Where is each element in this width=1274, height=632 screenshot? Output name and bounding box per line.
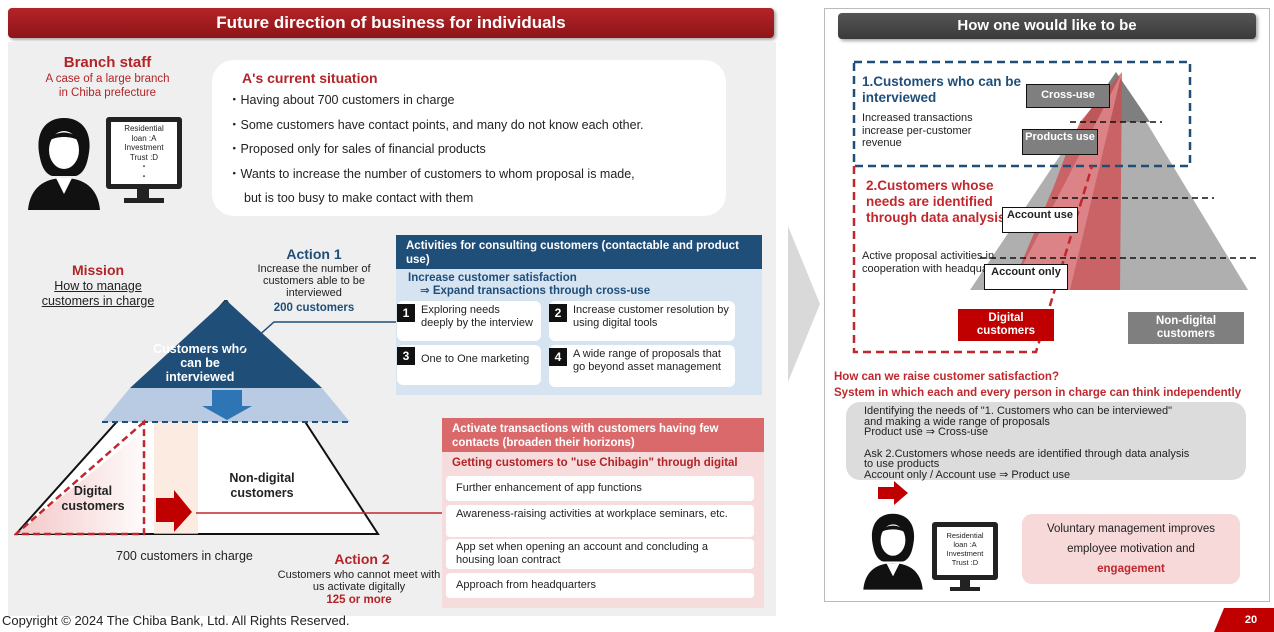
pyramid-top-label: Customers who can be interviewed (153, 342, 247, 384)
copyright: Copyright © 2024 The Chiba Bank, Ltd. Al… (2, 613, 350, 628)
action1-desc: Increase the number of customers able to… (257, 263, 371, 299)
target-pyramid (852, 60, 1260, 354)
mission-desc: How to manage customers in charge (20, 279, 176, 309)
item-text: Increase customer resolution by using di… (573, 304, 729, 329)
left-title-banner: Future direction of business for individ… (8, 8, 774, 38)
subtitle-line: in Chiba prefecture (58, 87, 157, 99)
satisfaction-question: How can we raise customer satisfaction? (834, 371, 1059, 383)
mission-line: customers in charge (41, 294, 155, 308)
monitor-line: Investment (124, 143, 164, 152)
activate-item: Awareness-raising activities at workplac… (446, 505, 754, 537)
branch-staff-title: Branch staff (63, 54, 152, 71)
item-text: One to One marketing (421, 353, 530, 365)
voluntary-line: Voluntary management improves (1046, 523, 1216, 535)
voluntary-line: engagement (1097, 563, 1165, 575)
approach-line: Ask 2.Customers whose needs are identifi… (864, 447, 1190, 460)
transition-arrow (788, 226, 820, 382)
page-number-tab (1214, 608, 1274, 632)
number-badge: 4 (549, 348, 567, 366)
monitor-icon: Residential loan :A Investment Trust :D … (106, 117, 182, 189)
approach-line: Identifying the needs of "1. Customers w… (864, 405, 1173, 417)
person-icon-right (863, 513, 923, 590)
voluntary-line: employee motivation and (1067, 543, 1195, 555)
group1-desc: Increased transactions increase per-cust… (862, 112, 973, 149)
monitor-line: ・ (140, 162, 148, 171)
situation-item: ・Having about 700 customers in charge (228, 93, 455, 107)
approach-line: to use products (864, 458, 940, 470)
monitor-stand (960, 580, 970, 588)
action1-target: 200 customers (273, 302, 355, 314)
person-icon (28, 118, 100, 210)
voluntary-box: Voluntary management improves employee m… (1022, 514, 1240, 584)
pyramid-total-label: 700 customers in charge (116, 549, 253, 563)
current-situation-box: A's current situation ・Having about 700 … (212, 60, 726, 216)
activate-header: Activate transactions with customers hav… (442, 418, 764, 452)
branch-staff-subtitle: A case of a large branch in Chiba prefec… (30, 72, 185, 100)
mission-title: Mission (71, 262, 125, 278)
subtitle-line: A case of a large branch (45, 73, 170, 85)
action1-connector (221, 321, 396, 369)
consulting-header: Activities for consulting customers (con… (396, 235, 762, 269)
consulting-item: 1 Exploring needs deeply by the interview (397, 301, 541, 341)
number-badge: 1 (397, 304, 415, 322)
approach-line: Product use ⇒ Cross-use (864, 426, 989, 438)
level-account-use: Account use (1002, 207, 1078, 233)
action2-connector (196, 512, 442, 514)
number-badge: 3 (397, 347, 415, 365)
monitor-stand (137, 189, 149, 199)
item-text: Exploring needs deeply by the interview (421, 304, 533, 329)
group1-title: 1.Customers who can be interviewed (862, 74, 1022, 105)
right-title-banner: How one would like to be (838, 13, 1256, 39)
monitor-line: Residential (124, 124, 164, 133)
activate-item: Approach from headquarters (446, 573, 754, 598)
red-arrow-icon (878, 481, 908, 505)
monitor-line: loan :A (131, 133, 157, 143)
monitor-base (950, 587, 980, 591)
approach-line: and making a wide range of proposals (864, 415, 1050, 428)
action2-target: 125 or more (326, 594, 392, 606)
situation-item: ・Some customers have contact points, and… (228, 117, 644, 132)
level-cross-use: Cross-use (1026, 84, 1110, 108)
action1-title: Action 1 (286, 246, 342, 262)
consulting-item: 4 A wide range of proposals that go beyon… (549, 345, 735, 387)
consulting-sub-line: ⇒ Expand transactions through cross-use (420, 285, 651, 297)
monitor-line: Trust :D (129, 152, 159, 162)
digital-customers-label: Digital customers (958, 309, 1054, 341)
pyramid-digital-label: Digital customers (61, 484, 125, 513)
activate-item: Further enhancement of app functions (446, 476, 754, 501)
group2-title: 2.Customers whose needs are identified t… (866, 178, 1006, 225)
monitor-line: Residential (946, 531, 984, 540)
page-number: 20 (1244, 614, 1258, 626)
situation-item: but is too busy to make contact with the… (244, 191, 474, 205)
consulting-item: 3 One to One marketing (397, 345, 541, 385)
activate-sub: Getting customers to "use Chibagin" thro… (452, 457, 738, 469)
approach-box: Identifying the needs of "1. Customers w… (846, 402, 1246, 480)
item-text: A wide range of proposals that go beyond… (573, 348, 721, 373)
action2-desc: Customers who cannot meet with us activa… (277, 569, 441, 593)
pyramid-non-digital-label: Non-digital customers (229, 471, 295, 500)
situation-item: ・Proposed only for sales of financial pr… (228, 142, 486, 156)
monitor-line: loan :A (953, 540, 977, 549)
approach-line: Account only / Account use ⇒ Product use (864, 468, 1071, 481)
level-products-use: Products use (1022, 129, 1098, 155)
consulting-sub-line: Increase customer satisfaction (408, 272, 577, 284)
non-digital-customers-label: Non-digital customers (1128, 312, 1244, 344)
action2-title: Action 2 (334, 551, 390, 567)
monitor-line: Investment (946, 549, 984, 558)
monitor-line: Trust :D (951, 558, 979, 567)
monitor-line: ・ (140, 171, 148, 181)
consulting-item: 2 Increase customer resolution by using d… (549, 301, 735, 341)
mission-line: How to manage (54, 279, 142, 293)
group2-desc: Active proposal activities in cooperatio… (862, 250, 1010, 275)
number-badge: 2 (549, 304, 567, 322)
monitor-base (124, 198, 164, 203)
consulting-sub: Increase customer satisfaction ⇒ Expand … (408, 272, 650, 298)
monitor-icon-right: Residential loan :A Investment Trust :D (932, 522, 998, 580)
customer-pyramid (14, 300, 380, 536)
level-account-only: Account only (984, 264, 1068, 290)
situation-item: ・Wants to increase the number of custome… (228, 166, 635, 181)
activate-item: App set when opening an account and conc… (446, 539, 754, 569)
system-statement: System in which each and every person in… (834, 387, 1242, 399)
situation-title: A's current situation (242, 70, 378, 86)
